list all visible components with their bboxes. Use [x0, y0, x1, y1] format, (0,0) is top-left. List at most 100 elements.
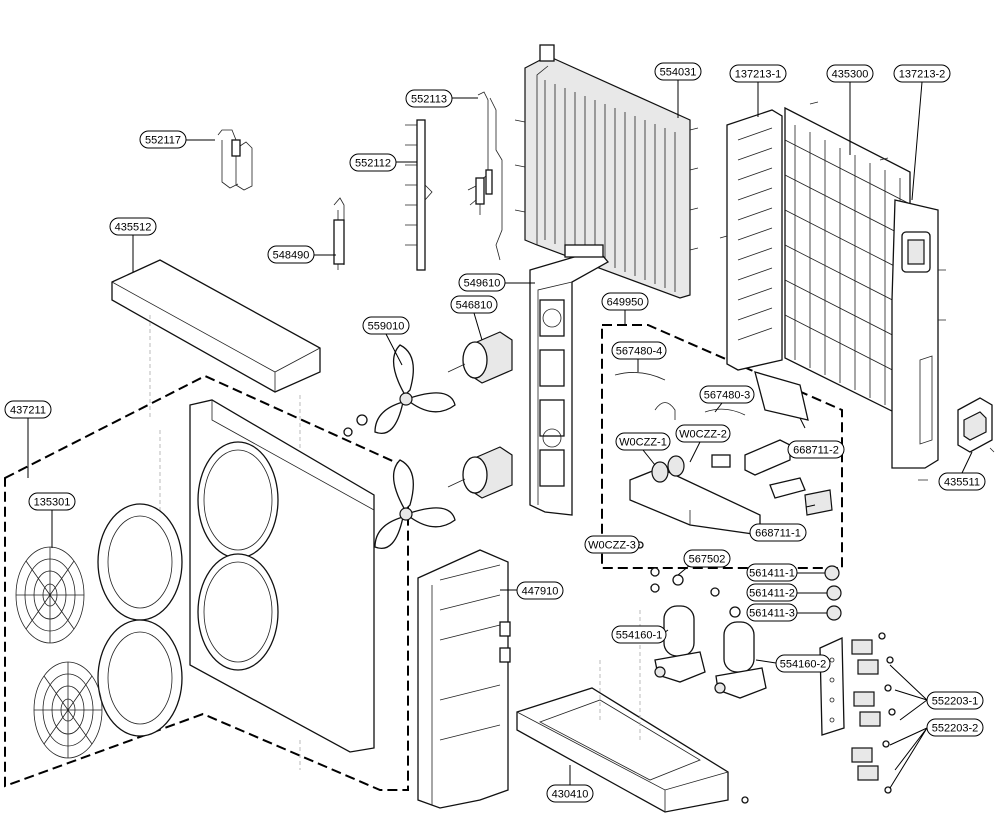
fan-blade-559010-upper — [374, 344, 456, 434]
svg-text:561411-1: 561411-1 — [749, 568, 795, 580]
compressor-554160-1 — [654, 605, 706, 683]
control-box-group-outline — [601, 324, 843, 569]
top-cover-435512 — [111, 259, 321, 470]
label-554160-1: 554160-1 — [611, 625, 667, 644]
pipe-assembly-552113 — [467, 91, 503, 261]
label-567502: 567502 — [683, 549, 731, 568]
svg-text:137213-1: 137213-1 — [735, 69, 782, 81]
control-box-parts — [614, 371, 833, 549]
svg-text:552117: 552117 — [145, 135, 181, 147]
svg-text:W0CZZ-2: W0CZZ-2 — [679, 429, 727, 441]
fan-blade-559010-lower — [374, 459, 456, 549]
label-549610: 549610 — [458, 273, 506, 292]
label-137213-1: 137213-1 — [729, 64, 787, 83]
partition-447910 — [417, 549, 511, 809]
fan-grille-lower — [33, 661, 103, 759]
label-135301: 135301 — [28, 492, 76, 511]
label-W0CZZ-1: W0CZZ-1 — [615, 432, 671, 451]
svg-text:135301: 135301 — [34, 497, 71, 509]
fan-guard-ring-upper — [97, 503, 183, 621]
svg-text:559010: 559010 — [368, 321, 405, 333]
label-552203-1: 552203-1 — [926, 691, 984, 710]
svg-text:447910: 447910 — [522, 586, 559, 598]
side-panel-137213-1 — [719, 109, 783, 371]
svg-text:567502: 567502 — [689, 554, 726, 566]
svg-text:549610: 549610 — [464, 278, 501, 290]
label-552203-2: 552203-2 — [926, 718, 984, 737]
label-554031: 554031 — [654, 62, 702, 81]
fan-nuts — [343, 414, 368, 437]
label-435512: 435512 — [109, 217, 157, 236]
svg-text:W0CZZ-1: W0CZZ-1 — [619, 437, 667, 449]
svg-text:668711-2: 668711-2 — [793, 445, 839, 457]
label-W0CZZ-3: W0CZZ-3 — [584, 535, 640, 554]
label-437211: 437211 — [4, 400, 52, 419]
fan-motor-546810-lower — [447, 446, 513, 499]
svg-text:435300: 435300 — [832, 69, 869, 81]
svg-text:567480-3: 567480-3 — [704, 390, 751, 402]
label-567480-4: 567480-4 — [611, 341, 667, 360]
svg-text:437211: 437211 — [10, 405, 46, 417]
svg-text:552113: 552113 — [411, 94, 447, 106]
svg-text:554160-2: 554160-2 — [780, 659, 827, 671]
svg-text:561411-3: 561411-3 — [749, 608, 795, 620]
front-panel — [159, 399, 375, 770]
compressor-554160-2 — [714, 621, 767, 699]
label-546810: 546810 — [450, 295, 498, 314]
svg-text:567480-4: 567480-4 — [616, 346, 663, 358]
compressor-grommets — [650, 567, 741, 618]
svg-text:649950: 649950 — [607, 297, 644, 309]
label-435511: 435511 — [938, 472, 986, 491]
side-panel-137213-2 — [891, 199, 946, 481]
svg-text:552203-1: 552203-1 — [932, 696, 979, 708]
svg-text:554031: 554031 — [660, 67, 697, 79]
rear-grille-435300 — [784, 101, 911, 422]
label-668711-1: 668711-1 — [749, 523, 807, 542]
label-567480-3: 567480-3 — [699, 385, 755, 404]
label-561411-1: 561411-1 — [746, 563, 798, 582]
svg-text:435512: 435512 — [115, 222, 152, 234]
svg-text:430410: 430410 — [552, 789, 589, 801]
base-pan-430410 — [516, 610, 749, 813]
svg-text:552203-2: 552203-2 — [932, 723, 979, 735]
label-552117: 552117 — [139, 130, 187, 149]
part-548490 — [333, 197, 345, 270]
pipe-552117 — [217, 129, 253, 191]
svg-text:554160-1: 554160-1 — [616, 630, 663, 642]
label-559010: 559010 — [362, 316, 410, 335]
fan-motor-546810-upper — [447, 331, 513, 384]
part-435511 — [957, 397, 995, 453]
svg-text:668711-1: 668711-1 — [755, 528, 801, 540]
label-668711-2: 668711-2 — [787, 440, 845, 459]
svg-text:W0CZZ-3: W0CZZ-3 — [588, 540, 636, 552]
label-447910: 447910 — [516, 581, 564, 600]
label-561411-2: 561411-2 — [746, 583, 798, 602]
label-430410: 430410 — [546, 784, 594, 803]
label-552113: 552113 — [405, 89, 453, 108]
motor-bracket-549610 — [529, 244, 610, 516]
manifold-552112 — [405, 119, 433, 271]
svg-text:546810: 546810 — [456, 300, 493, 312]
label-W0CZZ-2: W0CZZ-2 — [675, 424, 731, 443]
fan-guard-ring-lower — [97, 619, 183, 737]
label-435300: 435300 — [826, 64, 874, 83]
front-panel-group-outline — [4, 374, 409, 791]
svg-text:548490: 548490 — [273, 250, 310, 262]
valves-561411 — [824, 565, 842, 621]
label-548490: 548490 — [267, 245, 315, 264]
svg-text:435511: 435511 — [944, 477, 980, 489]
label-649950: 649950 — [601, 292, 649, 311]
svg-text:561411-2: 561411-2 — [749, 588, 795, 600]
label-554160-2: 554160-2 — [775, 654, 831, 673]
label-561411-3: 561411-3 — [746, 603, 798, 622]
labels: 552117 552113 552112 554031 137213-1 435… — [4, 62, 986, 803]
service-valves-552203 — [851, 632, 896, 794]
condenser-coil-554031 — [514, 44, 699, 299]
label-552112: 552112 — [349, 153, 397, 172]
valve-plate — [819, 637, 845, 736]
label-137213-2: 137213-2 — [893, 64, 951, 83]
svg-text:552112: 552112 — [355, 158, 391, 170]
fan-grille-upper — [15, 546, 85, 644]
